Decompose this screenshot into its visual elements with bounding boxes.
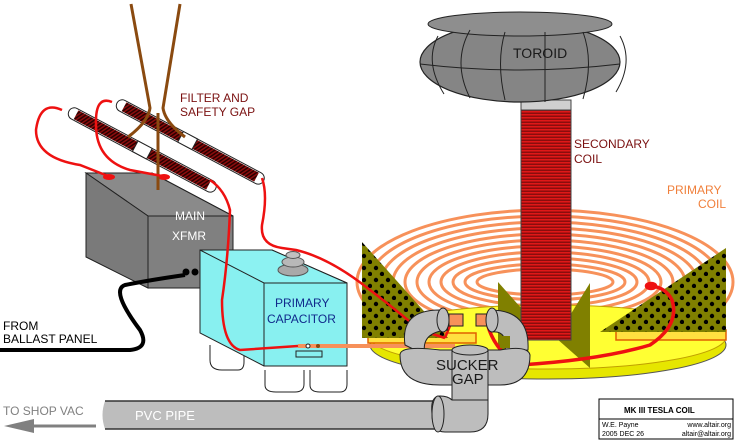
title-block-website: www.altair.org bbox=[686, 422, 731, 429]
ballast-cable bbox=[0, 273, 186, 352]
ballast-label-line2: BALLAST PANEL bbox=[3, 332, 98, 346]
title-block-author: W.E. Payne bbox=[602, 422, 639, 429]
toroid-label: TOROID bbox=[513, 45, 567, 61]
secondary-coil-label-line1: SECONDARY bbox=[574, 137, 650, 151]
shop-vac-label: TO SHOP VAC bbox=[3, 404, 84, 418]
primary-coil-label-line2: COIL bbox=[698, 197, 726, 211]
sucker-gap bbox=[399, 307, 531, 411]
primary-capacitor bbox=[199, 249, 348, 393]
title-block-email: altair@altair.org bbox=[682, 431, 731, 438]
sucker-gap-label-line1: SUCKER bbox=[436, 357, 499, 374]
ballast-label-line1: FROM bbox=[3, 319, 38, 333]
pvc-pipe bbox=[102, 395, 489, 433]
title-block: MK III TESLA COIL W.E. Payne 2005 DEC 26… bbox=[598, 398, 734, 440]
filter-label-line1: FILTER AND bbox=[180, 91, 249, 105]
pvc-pipe-label: PVC PIPE bbox=[135, 408, 195, 423]
filter-resistors bbox=[67, 99, 265, 193]
toroid bbox=[419, 11, 627, 103]
shop-vac-arrow bbox=[4, 419, 96, 433]
filter-label-line2: SAFETY GAP bbox=[180, 105, 255, 119]
secondary-coil-label-line2: COIL bbox=[574, 152, 602, 166]
safety-gap-leads bbox=[127, 3, 186, 190]
primary-coil-label-line1: PRIMARY bbox=[667, 183, 721, 197]
capacitor-label-line1: PRIMARY bbox=[275, 296, 329, 310]
title-block-title: MK III TESLA COIL bbox=[624, 406, 695, 415]
title-block-date: 2005 DEC 26 bbox=[602, 431, 644, 438]
xfmr-label-line1: MAIN bbox=[175, 209, 205, 223]
xfmr-label-line2: XFMR bbox=[172, 229, 206, 243]
capacitor-label-line2: CAPACITOR bbox=[267, 312, 336, 326]
secondary-coil bbox=[520, 99, 572, 341]
sucker-gap-label-line2: GAP bbox=[452, 371, 484, 388]
